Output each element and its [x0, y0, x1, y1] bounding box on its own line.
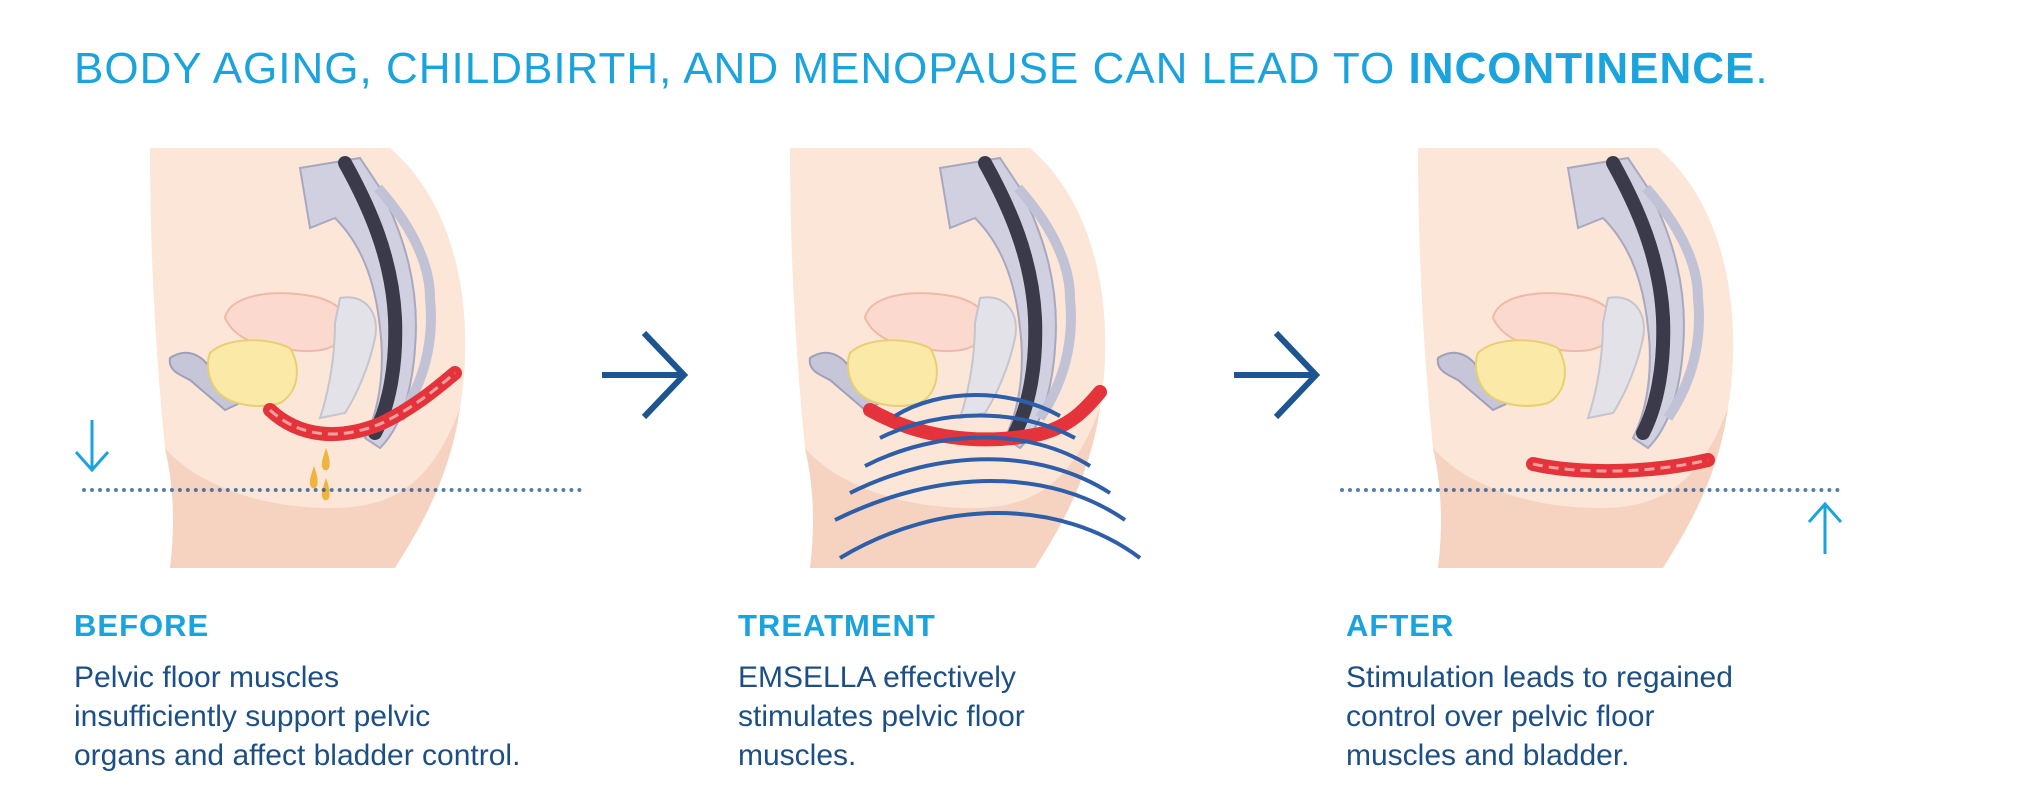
after-caption: AFTER Stimulation leads to regained cont… — [1346, 608, 1946, 775]
headline-prefix: BODY AGING, CHILDBIRTH, AND MENOPAUSE CA… — [74, 44, 1409, 93]
treatment-title: TREATMENT — [738, 608, 936, 643]
up-arrow-icon — [1805, 500, 1845, 561]
headline-emphasis: INCONTINENCE — [1408, 44, 1756, 93]
right-arrow-icon — [1232, 325, 1322, 430]
before-caption: BEFORE Pelvic floor muscles insufficient… — [74, 608, 674, 775]
before-illustration — [110, 148, 570, 568]
after-text: Stimulation leads to regained control ov… — [1346, 661, 1733, 772]
leak-drop — [321, 448, 330, 471]
down-arrow-icon — [72, 418, 112, 479]
after-illustration — [1378, 148, 1838, 568]
baseline-dotted-line-after — [1340, 488, 1840, 492]
treatment-caption: TREATMENT EMSELLA effectively stimulates… — [738, 608, 1338, 775]
after-title: AFTER — [1346, 608, 1455, 643]
baseline-dotted-line-before — [82, 488, 582, 492]
headline-suffix: . — [1755, 44, 1769, 93]
treatment-text: EMSELLA effectively stimulates pelvic fl… — [738, 661, 1025, 772]
before-text: Pelvic floor muscles insufficiently supp… — [74, 661, 521, 772]
right-arrow-icon — [600, 325, 690, 430]
electromagnetic-waves — [834, 393, 1142, 560]
headline: BODY AGING, CHILDBIRTH, AND MENOPAUSE CA… — [74, 44, 1769, 94]
treatment-illustration — [740, 148, 1200, 568]
before-title: BEFORE — [74, 608, 210, 643]
